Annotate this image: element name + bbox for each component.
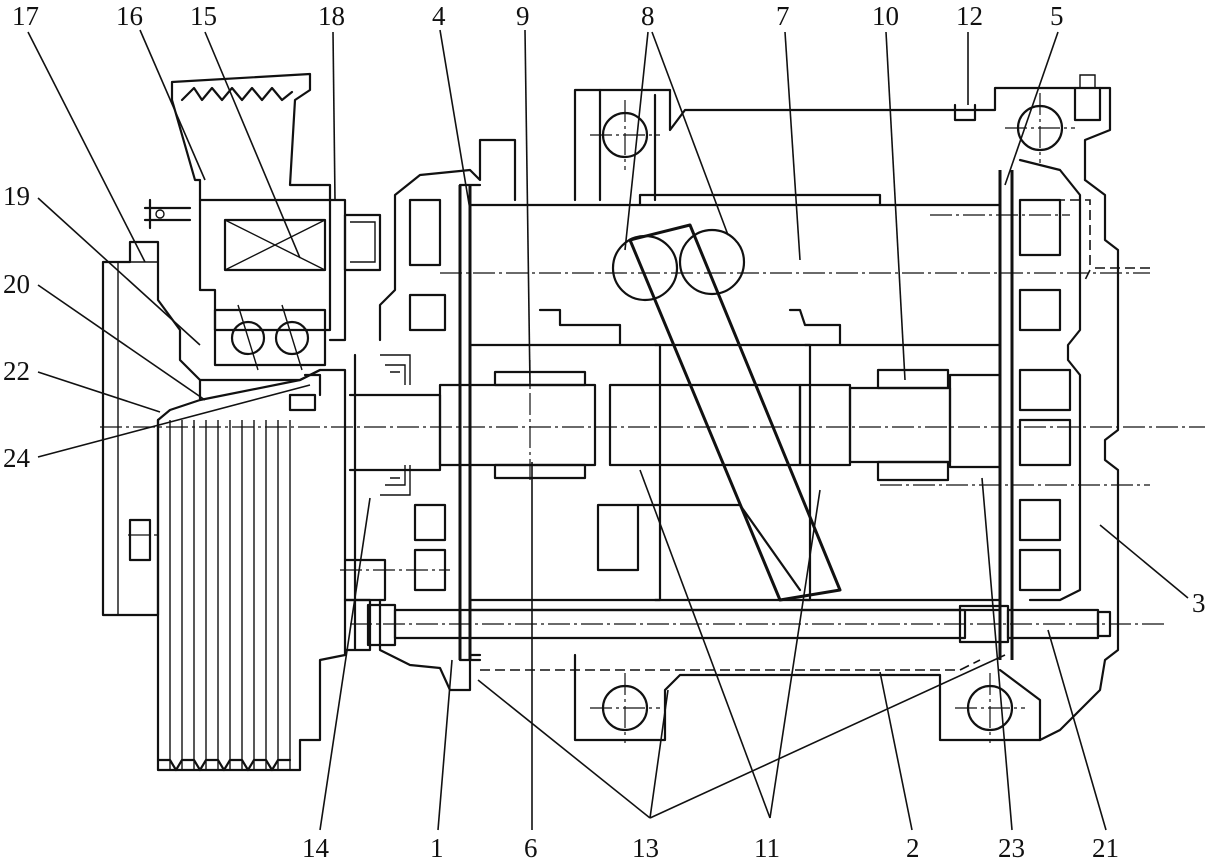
pulley-assembly [101,72,387,772]
callout-labels: 17 16 15 18 4 9 8 7 10 12 5 19 20 22 24 … [3,1,1206,862]
callout-21: 21 [1092,833,1119,862]
callout-10: 10 [872,1,899,31]
callout-20: 20 [3,269,30,299]
callout-1: 1 [430,833,444,862]
callout-24: 24 [3,443,31,473]
callout-16: 16 [116,1,143,31]
callout-7: 7 [776,1,790,31]
callout-12: 12 [956,1,983,31]
callout-6: 6 [524,833,538,862]
leader-lines [27,29,1189,831]
callout-5: 5 [1050,1,1064,31]
callout-18: 18 [318,1,345,31]
callout-3: 3 [1192,588,1206,618]
callout-22: 22 [3,356,30,386]
callout-9: 9 [516,1,530,31]
callout-19: 19 [3,181,30,211]
callout-2: 2 [906,833,920,862]
callout-13: 13 [632,833,659,862]
callout-23: 23 [998,833,1025,862]
drive-shaft-assembly [348,223,1002,602]
callout-8: 8 [641,1,655,31]
callout-14: 14 [302,833,330,862]
callout-11: 11 [754,833,780,862]
callout-15: 15 [190,1,217,31]
callout-17: 17 [12,1,39,31]
centerlines [100,93,1205,743]
callout-4: 4 [432,1,446,31]
